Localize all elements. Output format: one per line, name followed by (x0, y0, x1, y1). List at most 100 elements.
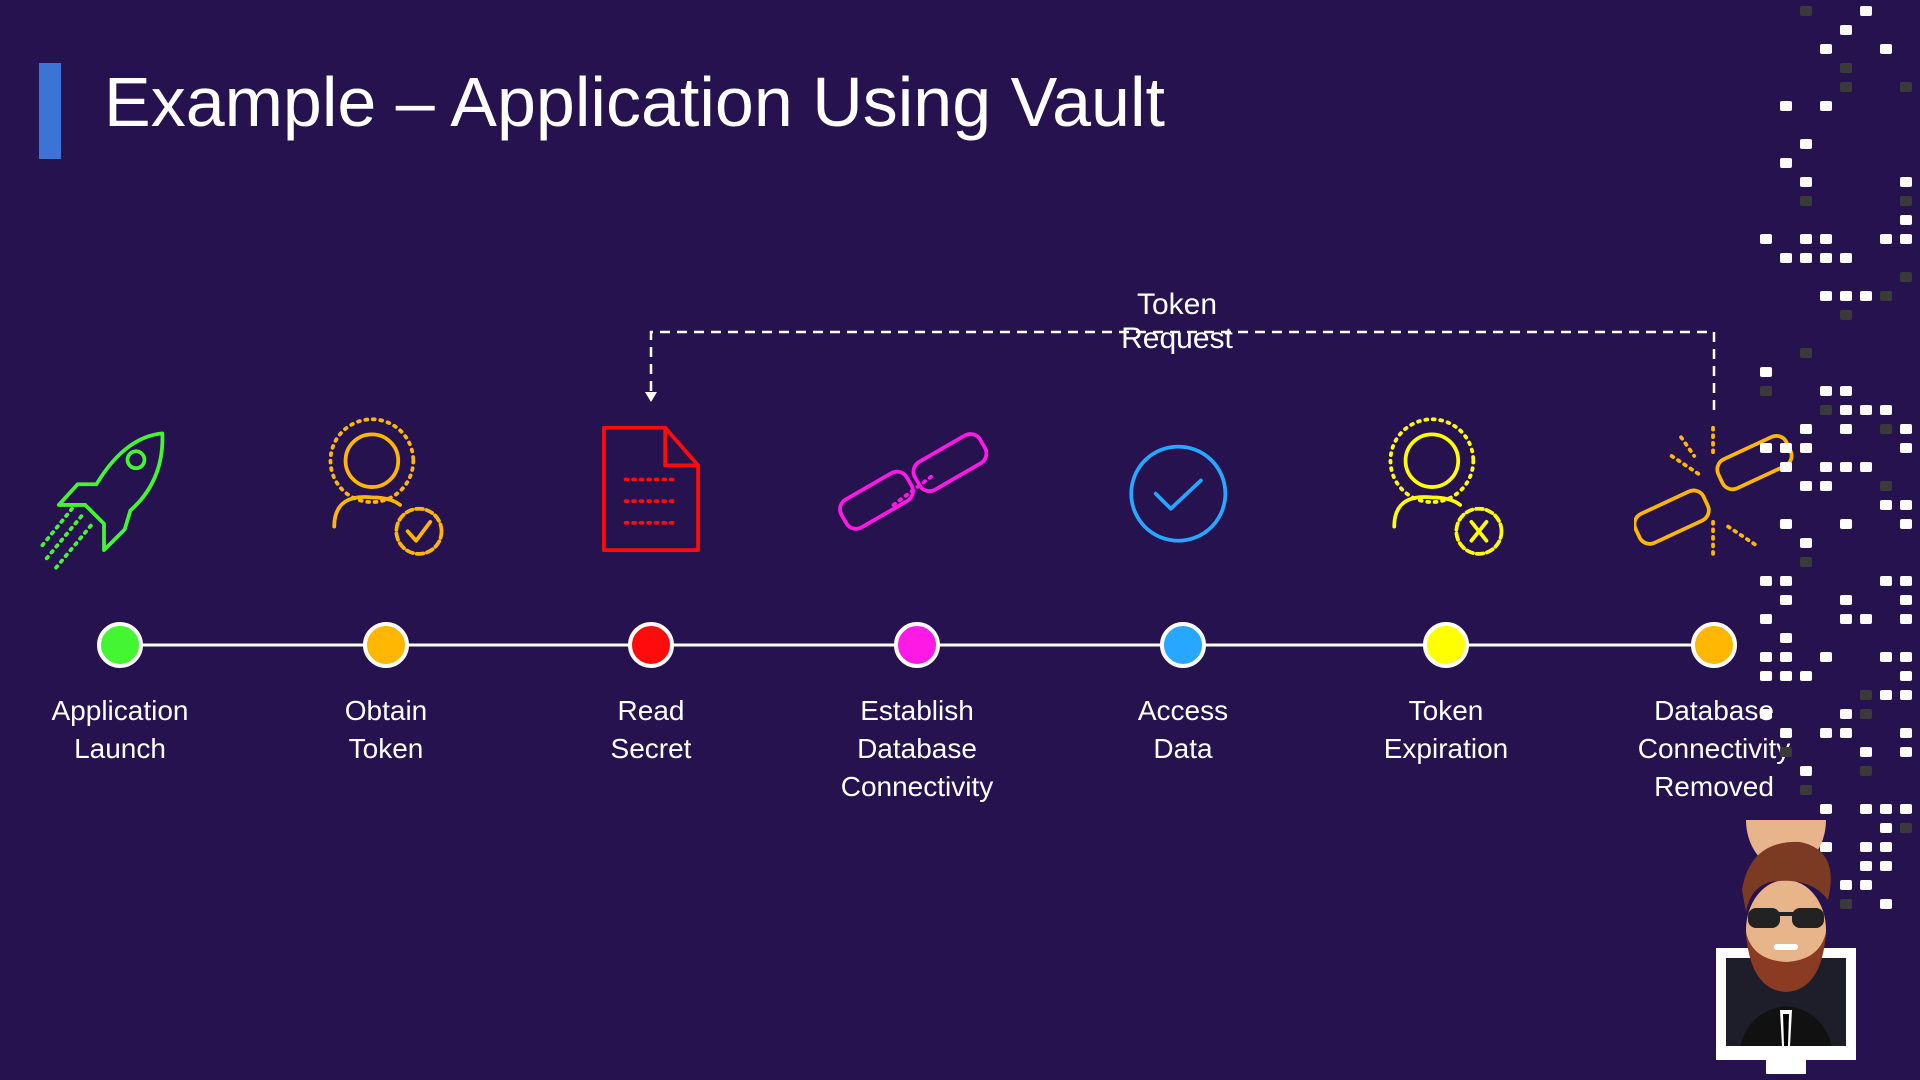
pixel-square (1860, 614, 1872, 624)
slide-title: Example – Application Using Vault (104, 63, 1165, 141)
pixel-square (1800, 348, 1812, 358)
pixel-square (1760, 652, 1772, 662)
pixel-square (1760, 671, 1772, 681)
token-request-arrow (649, 330, 1716, 410)
rocket-icon (38, 416, 200, 576)
pixel-square (1820, 804, 1832, 814)
step-label-line: Connectivity (1637, 733, 1791, 764)
pixel-square (1840, 253, 1852, 263)
pixel-square (1820, 234, 1832, 244)
pixel-square (1780, 595, 1792, 605)
pixel-square (1780, 253, 1792, 263)
pixel-square (1880, 481, 1892, 491)
step-label-line: Read (617, 695, 685, 726)
pixel-square (1880, 899, 1892, 909)
pixel-square (1880, 291, 1892, 301)
pixel-square (1840, 519, 1852, 529)
pixel-square (1800, 671, 1812, 681)
pixel-square (1760, 367, 1772, 377)
pixel-square (1800, 481, 1812, 491)
pixel-square (1780, 519, 1792, 529)
pixel-square (1800, 557, 1812, 567)
pixel-square (1820, 291, 1832, 301)
timeline-dot (1423, 622, 1469, 668)
pixel-square (1900, 690, 1912, 700)
title-accent-bar (39, 63, 61, 159)
pixel-square (1780, 101, 1792, 111)
document-icon (571, 416, 731, 576)
pixel-square (1780, 443, 1792, 453)
pixel-square (1840, 386, 1852, 396)
pixel-square (1860, 747, 1872, 757)
pixel-square (1840, 880, 1852, 890)
step-label-line: Data (1153, 733, 1213, 764)
pixel-square (1800, 766, 1812, 776)
pixel-square (1880, 500, 1892, 510)
pixel-square (1900, 500, 1912, 510)
pixel-square (1860, 6, 1872, 16)
pixel-square (1820, 462, 1832, 472)
step-label-line: Expiration (1383, 733, 1509, 764)
pixel-square (1900, 652, 1912, 662)
pixel-square (1900, 215, 1912, 225)
step-label-line: Secret (610, 733, 692, 764)
pixel-square (1800, 424, 1812, 434)
pixel-square (1880, 576, 1892, 586)
pixel-square (1820, 481, 1832, 491)
pixel-square (1900, 614, 1912, 624)
pixel-square (1860, 880, 1872, 890)
pixel-square (1900, 823, 1912, 833)
pixel-square (1840, 25, 1852, 35)
pixel-square (1800, 196, 1812, 206)
pixel-square (1880, 44, 1892, 54)
pixel-square (1900, 272, 1912, 282)
step-label-line: Connectivity (840, 771, 994, 802)
arrow-head (645, 392, 657, 402)
pixel-square (1780, 462, 1792, 472)
pixel-square (1820, 728, 1832, 738)
pixel-square (1900, 424, 1912, 434)
pixel-square (1820, 101, 1832, 111)
pixel-square (1860, 842, 1872, 852)
pixel-square (1880, 823, 1892, 833)
pixel-square (1840, 63, 1852, 73)
pixel-square (1780, 728, 1792, 738)
pixel-square (1900, 576, 1912, 586)
pixel-square (1780, 671, 1792, 681)
step-label-line: Token (348, 733, 424, 764)
check-circle-icon (1103, 416, 1263, 576)
pixel-square (1880, 234, 1892, 244)
pixel-square (1780, 747, 1792, 757)
pixel-square (1860, 462, 1872, 472)
step-label-line: Database (857, 733, 977, 764)
timeline-dot (1160, 622, 1206, 668)
pixel-square (1880, 405, 1892, 415)
pixel-square (1820, 652, 1832, 662)
pixel-square (1780, 633, 1792, 643)
pixel-square (1900, 196, 1912, 206)
pixel-square (1800, 6, 1812, 16)
step-label-line: Removed (1654, 771, 1774, 802)
presenter-avatar (1716, 820, 1856, 1074)
pixel-square (1840, 405, 1852, 415)
pixel-square (1900, 747, 1912, 757)
pixel-square (1780, 576, 1792, 586)
pixel-square (1840, 291, 1852, 301)
pixel-square (1800, 785, 1812, 795)
pixel-square (1880, 690, 1892, 700)
pixel-square (1840, 82, 1852, 92)
pixel-square (1760, 386, 1772, 396)
pixel-square (1900, 671, 1912, 681)
pixel-square (1860, 405, 1872, 415)
pixel-square (1880, 842, 1892, 852)
timeline-dot (628, 622, 674, 668)
pixel-square (1900, 519, 1912, 529)
pixel-square (1820, 386, 1832, 396)
user-gear-x-icon (1366, 416, 1526, 576)
timeline-dot (894, 622, 940, 668)
pixel-square (1860, 861, 1872, 871)
timeline-dot (363, 622, 409, 668)
